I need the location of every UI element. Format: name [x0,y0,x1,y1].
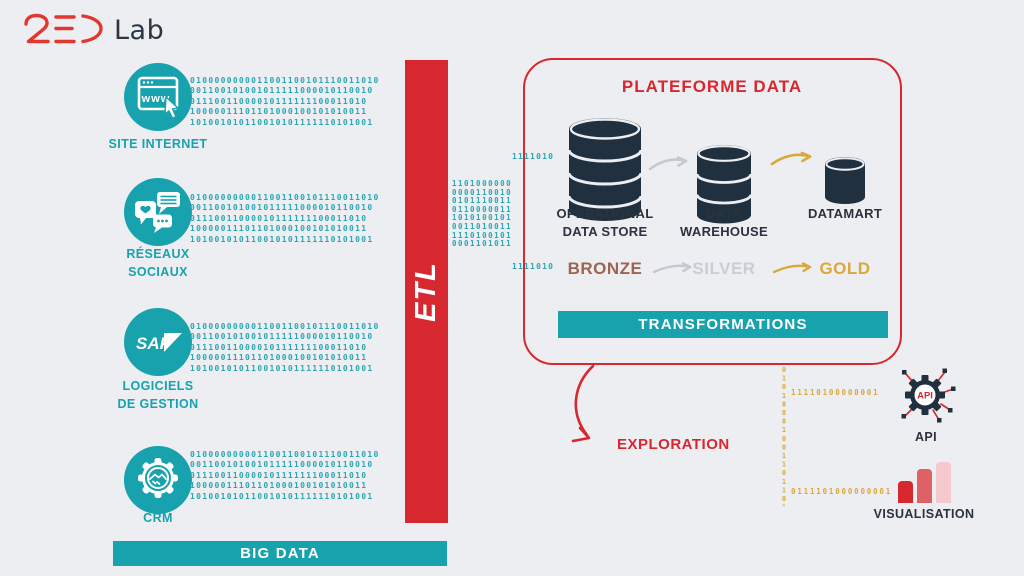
etl-label: ETL [410,261,442,322]
tier-gold: GOLD [819,259,871,278]
brand-logo: RED Lab [22,12,164,48]
brand-red-text: RED [22,30,23,31]
binary-gold-vertical: 010100010011011010 [780,366,788,506]
binary-stream-reseaux-sociaux: 0100000000011001100101110011010 00110010… [190,193,380,244]
binary-gold-to-api: 11110100000001 [791,388,880,397]
dw-to-datamart-arrow [770,151,812,166]
exploration-arrow [571,364,595,443]
source-site-internet: www [124,63,192,131]
source-label-site-internet: SITE INTERNET [108,137,208,151]
plateforme-data-box [523,58,902,365]
bronze-to-silver-arrow [652,262,692,274]
transformations-label: TRANSFORMATIONS [638,316,808,333]
database-icon-data-warehouse [696,145,752,224]
big-data-bar: BIG DATA [113,541,447,566]
binary-gold-to-viz: 0111101000000001 [791,487,893,496]
svg-text:SAP: SAP [136,334,172,353]
etl-bar: ETL [405,60,448,523]
exploration-label: EXPLORATION [617,436,730,453]
binary-block-etl-output: 1101000000 0000110010 0101110011 0110000… [452,180,513,249]
binary-inlet-top: 1111010 [512,152,555,161]
transformations-bar: TRANSFORMATIONS [558,311,888,338]
visualisation-label: VISUALISATION [873,507,975,521]
source-label-logiciels-gestion: LOGICIELS DE GESTION [117,379,199,411]
binary-stream-crm: 0100000000011001100101110011010 00110010… [190,450,380,501]
red-wordmark-icon [24,13,103,44]
datamart-label: DATAMART [807,206,883,221]
brand-lab-text: Lab [114,14,165,46]
ods-to-dw-arrow [648,156,688,171]
viz-bar-1 [898,481,913,503]
browser-www-icon: www [137,76,180,120]
binary-inlet-bottom: 1111010 [512,262,555,271]
plateforme-data-title: PLATEFORME DATA [621,77,803,96]
source-crm [124,446,192,514]
big-data-label: BIG DATA [240,545,320,562]
svg-text:www: www [141,93,171,105]
svg-text:API: API [917,391,933,402]
source-logiciels-gestion: SAP [124,308,192,376]
source-label-reseaux-sociaux: RÉSEAUX SOCIAUX [126,247,190,279]
viz-bar-3 [936,462,951,503]
api-icon: API [901,368,956,423]
api-label: API [914,430,938,444]
dw-label: DATA WAREHOUSE [680,206,768,239]
binary-stream-site-internet: 0100000000011001100101110011010 00110010… [190,76,380,127]
tier-silver: SILVER [692,259,756,278]
sap-icon: SAP [136,333,182,353]
database-icon-operational-data-store [568,118,642,221]
source-reseaux-sociaux [124,178,192,246]
gear-handshake-icon [138,458,178,498]
ods-label: OPERATIONAL DATA STORE [556,206,654,239]
binary-stream-logiciels-gestion: 0100000000011001100101110011010 00110010… [190,322,380,373]
silver-to-gold-arrow [772,262,812,274]
viz-bar-2 [917,469,932,503]
tier-bronze: BRONZE [567,259,643,278]
source-label-crm: CRM [143,511,173,525]
social-bubbles-icon [135,192,180,233]
database-icon-datamart [825,157,865,204]
